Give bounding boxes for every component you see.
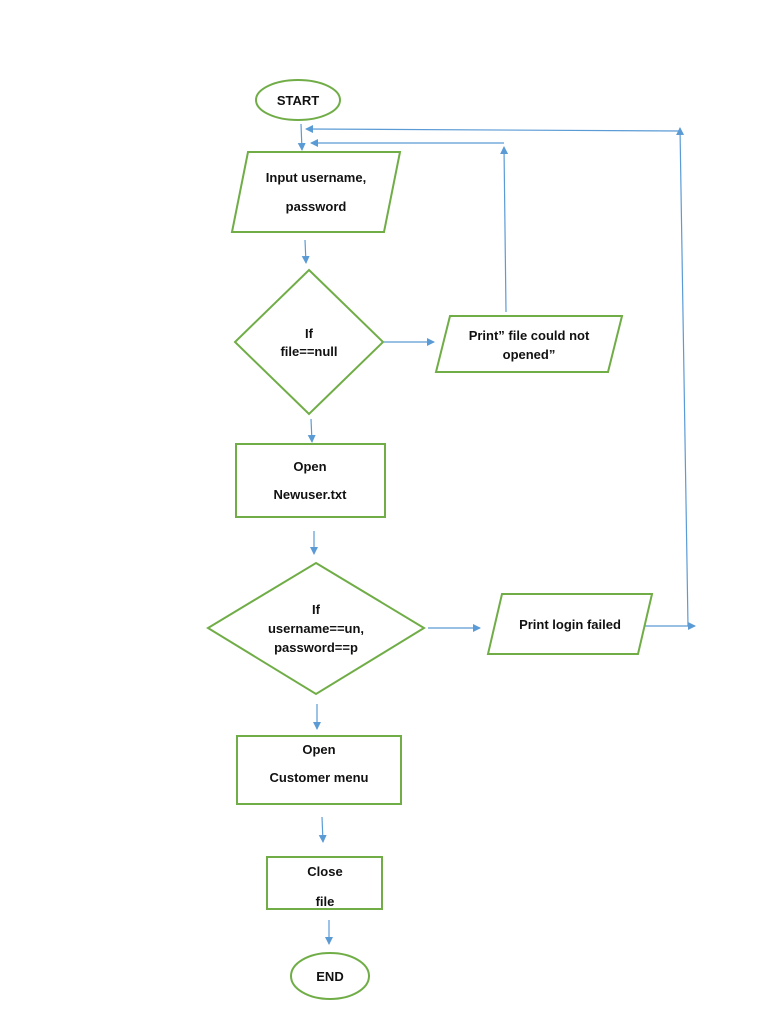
edge-right-vertical-up xyxy=(676,127,689,627)
edge-if-file-to-open-newuser xyxy=(307,418,316,443)
input-label-line-1: Input username, xyxy=(266,170,366,185)
open-customer-menu-box xyxy=(236,735,402,805)
print-file-error-label-line-1: Print” file could not xyxy=(469,328,590,343)
edge-input-to-if-file xyxy=(301,239,310,264)
connectors xyxy=(297,123,696,945)
close-file-label-line-1: Close xyxy=(307,864,342,879)
start-terminal xyxy=(255,79,341,121)
close-file-box xyxy=(266,856,383,910)
open-customer-menu-label-line-1: Open xyxy=(302,742,335,757)
input-label-line-2: password xyxy=(286,199,347,214)
edge-top-loop-back-to-start xyxy=(305,125,681,134)
edge-customer-menu-to-close-file xyxy=(318,816,327,843)
print-login-failed-box xyxy=(486,593,654,655)
if-file-label-line-1: If xyxy=(305,326,314,341)
close-file-label-line-2: file xyxy=(316,894,335,909)
open-newuser-label-line-1: Open xyxy=(293,459,326,474)
open-newuser-label-line-2: Newuser.txt xyxy=(274,487,348,502)
print-file-error-label-line-2: opened” xyxy=(503,347,556,362)
start-label: START xyxy=(277,93,319,108)
if-credentials-label-line-2: username==un, xyxy=(268,621,364,636)
if-credentials-label-line-3: password==p xyxy=(274,640,358,655)
labels: START Input username, password If file==… xyxy=(266,93,621,984)
print-file-error-box xyxy=(434,315,624,373)
if-file-label-line-2: file==null xyxy=(280,344,337,359)
if-file-null-decision xyxy=(233,268,385,416)
print-login-failed-label: Print login failed xyxy=(519,617,621,632)
open-newuser-box xyxy=(235,443,386,518)
end-terminal xyxy=(290,952,370,1000)
end-label: END xyxy=(316,969,343,984)
shapes xyxy=(206,79,654,1000)
edge-start-to-input xyxy=(297,123,306,151)
open-customer-menu-label-line-2: Customer menu xyxy=(270,770,369,785)
if-credentials-label-line-1: If xyxy=(312,602,321,617)
if-credentials-decision xyxy=(206,561,426,696)
input-credentials-box xyxy=(230,151,402,233)
edge-print-error-up xyxy=(500,146,509,313)
